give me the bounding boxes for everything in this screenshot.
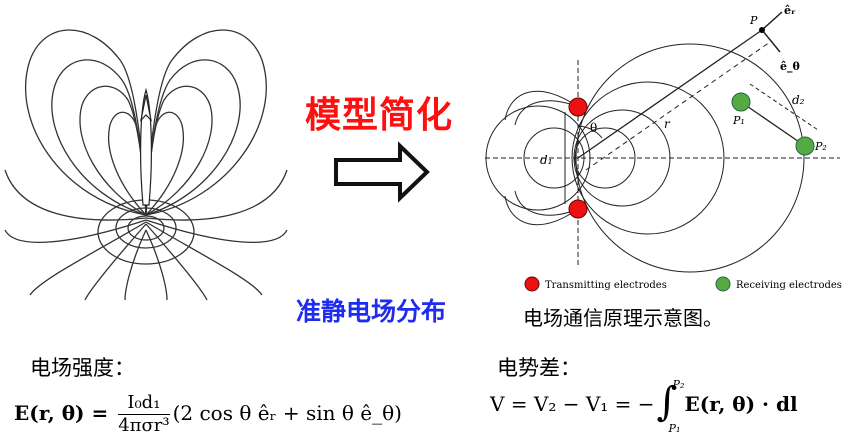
label-er: êᵣ bbox=[784, 4, 796, 17]
point-p bbox=[759, 27, 765, 33]
transmit-electrode-bottom bbox=[568, 199, 588, 219]
diagram-caption: 电场通信原理示意图。 bbox=[523, 306, 723, 330]
field-formula-rhs: (2 cos θ êᵣ + sin θ ê_θ) bbox=[172, 401, 402, 425]
label-d2: d₂ bbox=[792, 93, 805, 107]
fish-shape bbox=[140, 87, 152, 206]
legend-receive-label: Receiving electrodes bbox=[736, 280, 842, 291]
label-r: r bbox=[664, 117, 671, 131]
integral-lower: P₁ bbox=[668, 421, 681, 435]
right-arrow-icon bbox=[334, 141, 430, 203]
label-p2: P₂ bbox=[814, 140, 827, 153]
potential-formula-text: V = V₂ − V₁ = − bbox=[490, 392, 655, 416]
model-simplify-title: 模型简化 bbox=[305, 95, 454, 136]
label-theta: θ bbox=[590, 121, 597, 135]
integral-upper: P₂ bbox=[672, 377, 685, 391]
receive-electrode-p2 bbox=[795, 136, 815, 156]
label-d1: d₁ bbox=[540, 153, 553, 167]
potential-diff-label: 电势差： bbox=[497, 356, 581, 380]
field-distribution-title: 准静电场分布 bbox=[296, 297, 447, 326]
receive-electrode-p1 bbox=[731, 92, 751, 112]
legend-transmit-swatch bbox=[524, 276, 540, 292]
legend-transmit-label: Transmitting electrodes bbox=[545, 280, 667, 291]
field-lines bbox=[4, 29, 288, 301]
transmit-electrode-top bbox=[568, 97, 588, 117]
label-etheta: ê_θ bbox=[780, 60, 800, 74]
legend-receive-swatch bbox=[715, 276, 731, 292]
field-strength-label: 电场强度： bbox=[30, 356, 135, 380]
field-formula-lhs: E(r, θ) = bbox=[14, 401, 116, 425]
potential-formula-integrand: E(r, θ) · dl bbox=[684, 392, 798, 416]
label-p1: P₁ bbox=[732, 114, 745, 127]
field-formula-num: I₀d₁ bbox=[118, 392, 170, 415]
dipole-diagram bbox=[485, 11, 840, 273]
field-formula-den: 4πσr³ bbox=[118, 415, 170, 436]
label-p: P bbox=[749, 14, 758, 27]
